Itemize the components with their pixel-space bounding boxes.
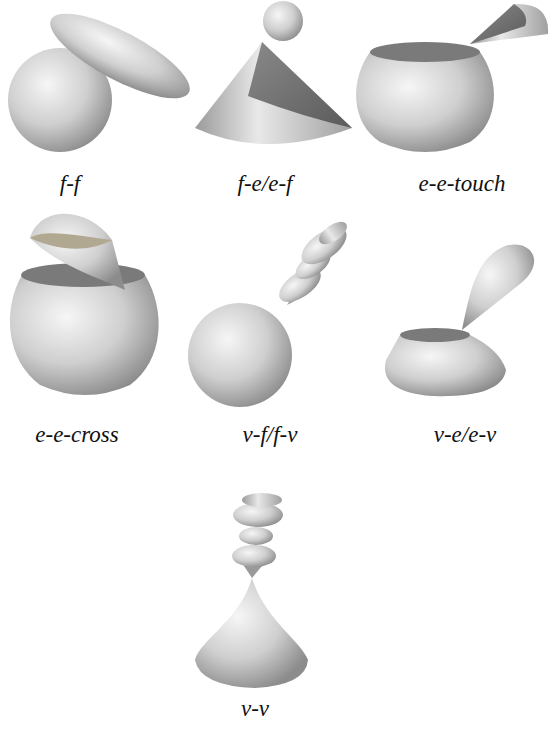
- shape-caption: v-e/e-v: [434, 423, 497, 446]
- cone: [195, 42, 352, 144]
- cone-face: [470, 4, 526, 44]
- ellipsoid: [40, 0, 200, 114]
- wavy-ring: [239, 527, 273, 545]
- wavy-top: [315, 217, 350, 248]
- vase: [385, 335, 506, 396]
- lid-rim: [30, 233, 112, 249]
- wavy-ring: [232, 545, 276, 567]
- lid: [30, 214, 125, 290]
- cone: [470, 4, 548, 44]
- wavy-tip: [244, 566, 262, 578]
- shape-caption: e-e-touch: [419, 172, 506, 195]
- cone: [462, 244, 534, 330]
- pot: [356, 52, 494, 152]
- shape-caption: e-e-cross: [35, 423, 118, 446]
- pot-opening: [370, 42, 480, 62]
- cone: [195, 578, 308, 688]
- shape-caption: v-v: [241, 697, 269, 720]
- sphere: [188, 303, 292, 407]
- pot: [10, 275, 159, 395]
- shape-caption: f-f: [60, 172, 80, 195]
- shape-caption: v-f/f-v: [243, 423, 298, 446]
- shape-caption: f-e/e-f: [238, 172, 293, 195]
- cone-face: [248, 42, 352, 128]
- wavy-top: [242, 493, 282, 507]
- sphere: [263, 1, 303, 41]
- vase-opening: [400, 328, 470, 342]
